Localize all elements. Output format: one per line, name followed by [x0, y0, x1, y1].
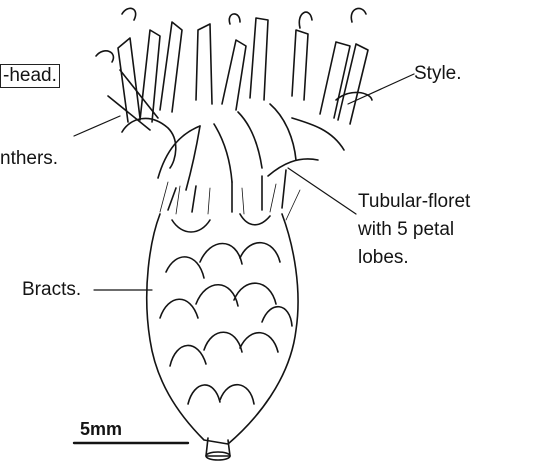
label-tubular-floret: Tubular-floret with 5 petal lobes.	[358, 188, 528, 272]
style-tip	[351, 8, 366, 22]
anther	[292, 30, 308, 100]
floret-lobe	[186, 126, 200, 190]
style-tip	[96, 51, 113, 62]
bract	[240, 243, 280, 262]
pappus-hair	[160, 182, 168, 212]
styles-group	[96, 8, 372, 100]
floret-lobe	[268, 159, 318, 176]
bract	[172, 220, 210, 232]
anthers-group	[108, 18, 368, 130]
anther	[118, 38, 140, 122]
floret-tube	[282, 170, 286, 208]
anther	[160, 22, 182, 112]
label-anthers: nthers.	[0, 147, 58, 171]
floret-lobe	[238, 112, 262, 168]
bract	[170, 345, 206, 366]
label-tubular-line-3: lobes.	[358, 244, 528, 272]
label-style: Style.	[414, 62, 462, 86]
floret-lobe	[270, 104, 296, 160]
bract	[188, 385, 220, 404]
floret-tube	[168, 188, 176, 210]
scale-bar-label: 5mm	[80, 417, 122, 441]
floret-lobe	[158, 126, 200, 178]
style-tip	[122, 8, 136, 20]
pappus-hairs	[160, 182, 300, 220]
involucre	[147, 214, 298, 444]
floret-lobe	[214, 124, 232, 182]
anther	[196, 24, 212, 104]
label-bracts: Bracts.	[22, 278, 81, 302]
label-head: -head.	[0, 64, 60, 88]
bract	[196, 285, 238, 306]
floret-lobe	[122, 118, 176, 168]
bract	[234, 283, 276, 304]
bract	[220, 385, 254, 404]
bract	[200, 244, 242, 265]
anther	[320, 42, 350, 118]
bract	[240, 214, 270, 225]
pappus-hair	[270, 184, 276, 212]
anther	[338, 44, 368, 124]
pappus-hair	[242, 188, 244, 214]
florets-group	[122, 104, 344, 212]
leader-line-anthers	[74, 116, 120, 136]
leader-line-tubular	[288, 168, 356, 214]
pappus-hair	[286, 190, 300, 220]
bract	[160, 299, 198, 318]
label-tubular-line-1: Tubular-floret	[358, 188, 528, 216]
floret-lobe	[292, 118, 344, 150]
style-tip	[299, 12, 312, 28]
style-tip	[336, 92, 372, 100]
style-tip	[229, 14, 240, 24]
bract	[166, 257, 204, 278]
bract	[240, 333, 278, 352]
pappus-hair	[176, 186, 180, 214]
bract	[262, 307, 292, 326]
label-tubular-line-2: with 5 petal	[358, 216, 528, 244]
bract	[204, 332, 242, 352]
involucre-outline	[147, 214, 298, 444]
anther	[222, 40, 246, 110]
pappus-hair	[208, 188, 210, 214]
anther	[250, 18, 268, 100]
floret-tube	[192, 186, 196, 212]
